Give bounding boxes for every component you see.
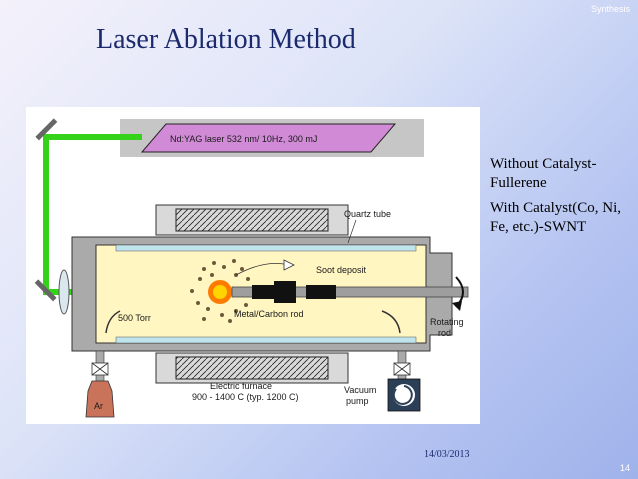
- plume-arrowhead: [283, 259, 295, 271]
- slide-date: 14/03/2013: [424, 449, 470, 460]
- page-number: 14: [619, 463, 630, 473]
- bottle-body: [85, 380, 115, 418]
- rod-label: Metal/Carbon rod: [234, 309, 304, 319]
- argon-bottle: Ar: [85, 350, 115, 418]
- tube-wall-top: [115, 244, 417, 252]
- gas-inlet-arrow: [105, 310, 121, 334]
- furnace-top: [155, 204, 349, 236]
- rotation-arrowhead: [452, 301, 462, 311]
- furnace-top-coil: [175, 208, 329, 232]
- vacuum-pump: Vacuum pump: [344, 350, 421, 412]
- soot-particles: [190, 259, 254, 323]
- laser-unit: Nd:YAG laser 532 nm/ 10Hz, 300 mJ: [120, 119, 424, 157]
- pressure-label: 500 Torr: [118, 313, 151, 323]
- laser-label: Nd:YAG laser 532 nm/ 10Hz, 300 mJ: [170, 134, 317, 144]
- gas-outlet-arrow: [381, 310, 401, 334]
- rod-holder-1: [252, 285, 274, 299]
- furnace-bottom-coil: [175, 356, 329, 380]
- rotating-label-2: rod: [438, 328, 451, 338]
- furnace-label-2: 900 - 1400 C (typ. 1200 C): [192, 392, 299, 402]
- vacuum-label-2: pump: [346, 396, 369, 406]
- gas-label: Ar: [94, 401, 103, 411]
- vacuum-label-1: Vacuum: [344, 385, 376, 395]
- section-tag: Synthesis: [590, 4, 630, 14]
- tube-wall-bottom: [115, 336, 417, 344]
- mirror-bottom: [34, 279, 57, 302]
- laser-ablation-diagram: Nd:YAG laser 532 nm/ 10Hz, 300 mJ: [26, 107, 480, 424]
- slide-title: Laser Ablation Method: [96, 24, 356, 55]
- rod-holder-2: [274, 281, 296, 303]
- diagram-svg: Nd:YAG laser 532 nm/ 10Hz, 300 mJ: [34, 118, 469, 418]
- laser-crystal: [140, 123, 397, 153]
- rod-holder-3: [306, 285, 336, 299]
- mirror-top: [35, 118, 58, 141]
- entrance-window: [58, 269, 70, 315]
- soot-deposit-label: Soot deposit: [316, 265, 367, 275]
- rod-shaft: [231, 286, 469, 298]
- quartz-tube-leader: [347, 219, 357, 244]
- furnace-label-1: Electric furnace: [210, 381, 272, 391]
- target-core: [213, 285, 227, 299]
- without-catalyst-note: Without Catalyst-Fullerene: [490, 156, 597, 191]
- with-catalyst-note: With Catalyst(Co, Ni, Fe, etc.)-SWNT: [490, 200, 622, 235]
- furnace-bottom: [155, 352, 349, 384]
- rotating-label-1: Rotating: [430, 317, 464, 327]
- quartz-tube-label: Quartz tube: [344, 209, 391, 219]
- side-notes: Without Catalyst-Fullerene With Catalyst…: [490, 155, 630, 243]
